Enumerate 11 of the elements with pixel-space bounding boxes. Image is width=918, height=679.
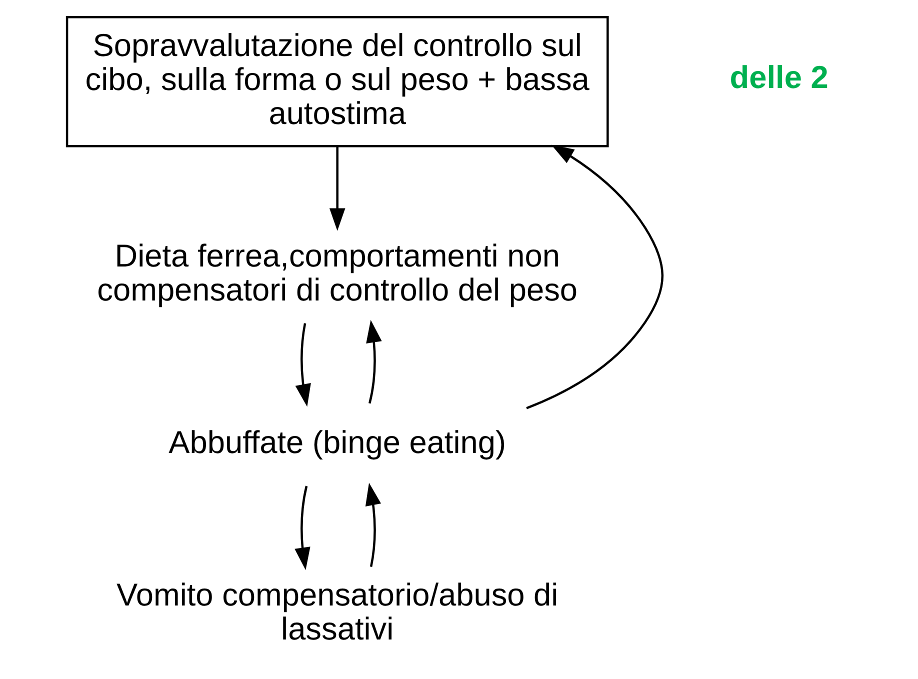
arrow xyxy=(364,482,381,567)
node-text: Abbuffate (binge eating) xyxy=(168,424,506,460)
node-text: Vomito compensatorio/abuso di lassativi xyxy=(116,576,558,647)
label: delle 2 xyxy=(729,58,828,95)
arrow xyxy=(294,323,310,407)
node-text: Dieta ferrea,comportamenti non compensatori di controllo del peso xyxy=(96,237,578,308)
arrow xyxy=(526,144,663,410)
arrow xyxy=(366,320,382,404)
node-box: Sopravvalutazione del controllo sul cibo, sulla forma o sul peso + bassa autostima xyxy=(65,16,608,148)
arrow xyxy=(328,146,345,231)
arrow xyxy=(294,486,310,570)
